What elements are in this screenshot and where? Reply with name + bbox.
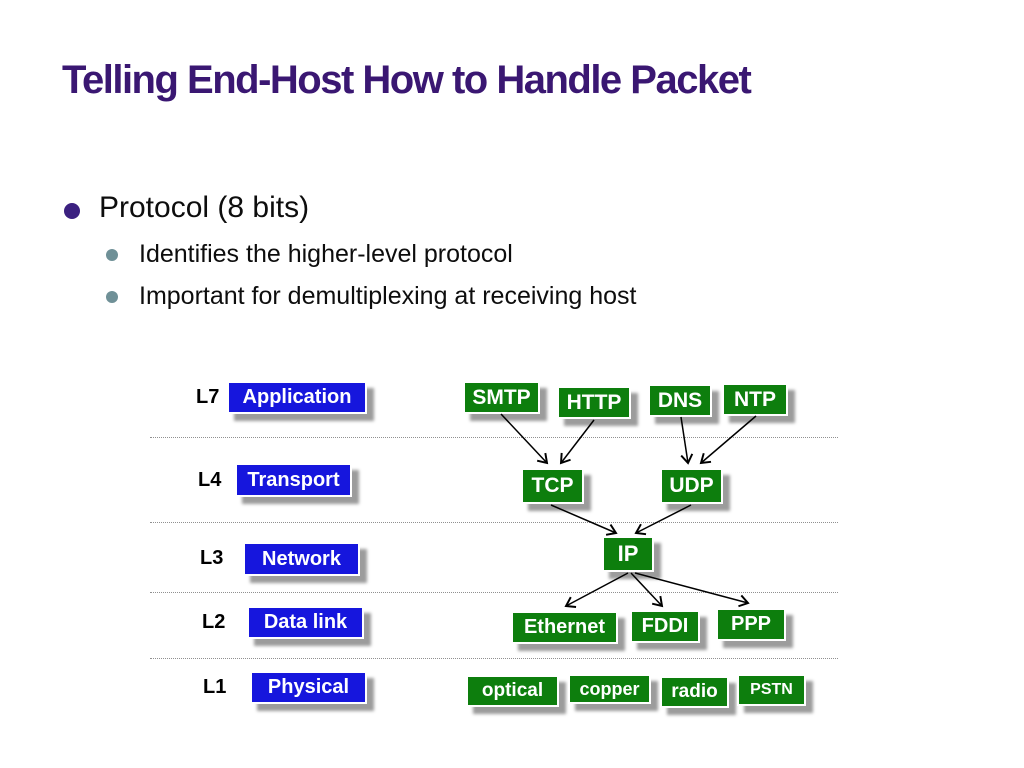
page-title: Telling End-Host How to Handle Packet (62, 58, 752, 102)
protocol-box-ppp: PPP (716, 608, 786, 641)
bullet-main: Protocol (8 bits) (99, 191, 310, 224)
protocol-box-ip: IP (602, 536, 654, 572)
arrow-tcp-ip (550, 504, 618, 536)
protocol-box-fddi: FDDI (630, 610, 700, 643)
layer-label-l4: L4 (198, 469, 222, 491)
protocol-box-udp: UDP (660, 468, 723, 504)
layer-box-datalink: Data link (247, 606, 364, 639)
arrow-udp-ip (634, 504, 692, 536)
protocol-box-dns: DNS (648, 384, 712, 417)
arrow-ip-fddi (630, 572, 664, 608)
protocol-box-radio: radio (660, 676, 729, 708)
arrow-smtp-tcp (500, 413, 549, 465)
layer-label-l2: L2 (202, 611, 226, 633)
layer-label-l1: L1 (203, 676, 227, 698)
arrow-dns-udp (680, 416, 694, 465)
layer-label-l3: L3 (200, 547, 224, 569)
layer-box-physical: Physical (250, 671, 367, 704)
sub-bullet-icon (106, 249, 118, 261)
protocol-box-tcp: TCP (521, 468, 584, 504)
protocol-box-ntp: NTP (722, 383, 788, 416)
protocol-box-pstn: PSTN (737, 674, 806, 706)
layer-box-application: Application (227, 381, 367, 414)
protocol-box-http: HTTP (557, 386, 631, 419)
protocol-box-ethernet: Ethernet (511, 611, 618, 644)
arrow-ntp-udp (699, 415, 757, 465)
arrow-ip-ppp (634, 572, 750, 608)
protocol-box-smtp: SMTP (463, 381, 540, 414)
layer-divider (150, 592, 838, 593)
layer-label-l7: L7 (196, 386, 220, 408)
protocol-box-optical: optical (466, 675, 559, 707)
bullet-icon (64, 203, 80, 219)
layer-divider (150, 522, 838, 523)
arrow-ip-ethernet (564, 572, 629, 608)
layer-box-network: Network (243, 542, 360, 576)
sub-bullet-2: Important for demultiplexing at receivin… (139, 282, 637, 310)
protocol-box-copper: copper (568, 674, 651, 704)
arrow-http-tcp (559, 419, 595, 465)
layer-divider (150, 437, 838, 438)
sub-bullet-1: Identifies the higher-level protocol (139, 240, 513, 268)
layer-box-transport: Transport (235, 463, 352, 497)
sub-bullet-icon (106, 291, 118, 303)
layer-divider (150, 658, 838, 659)
